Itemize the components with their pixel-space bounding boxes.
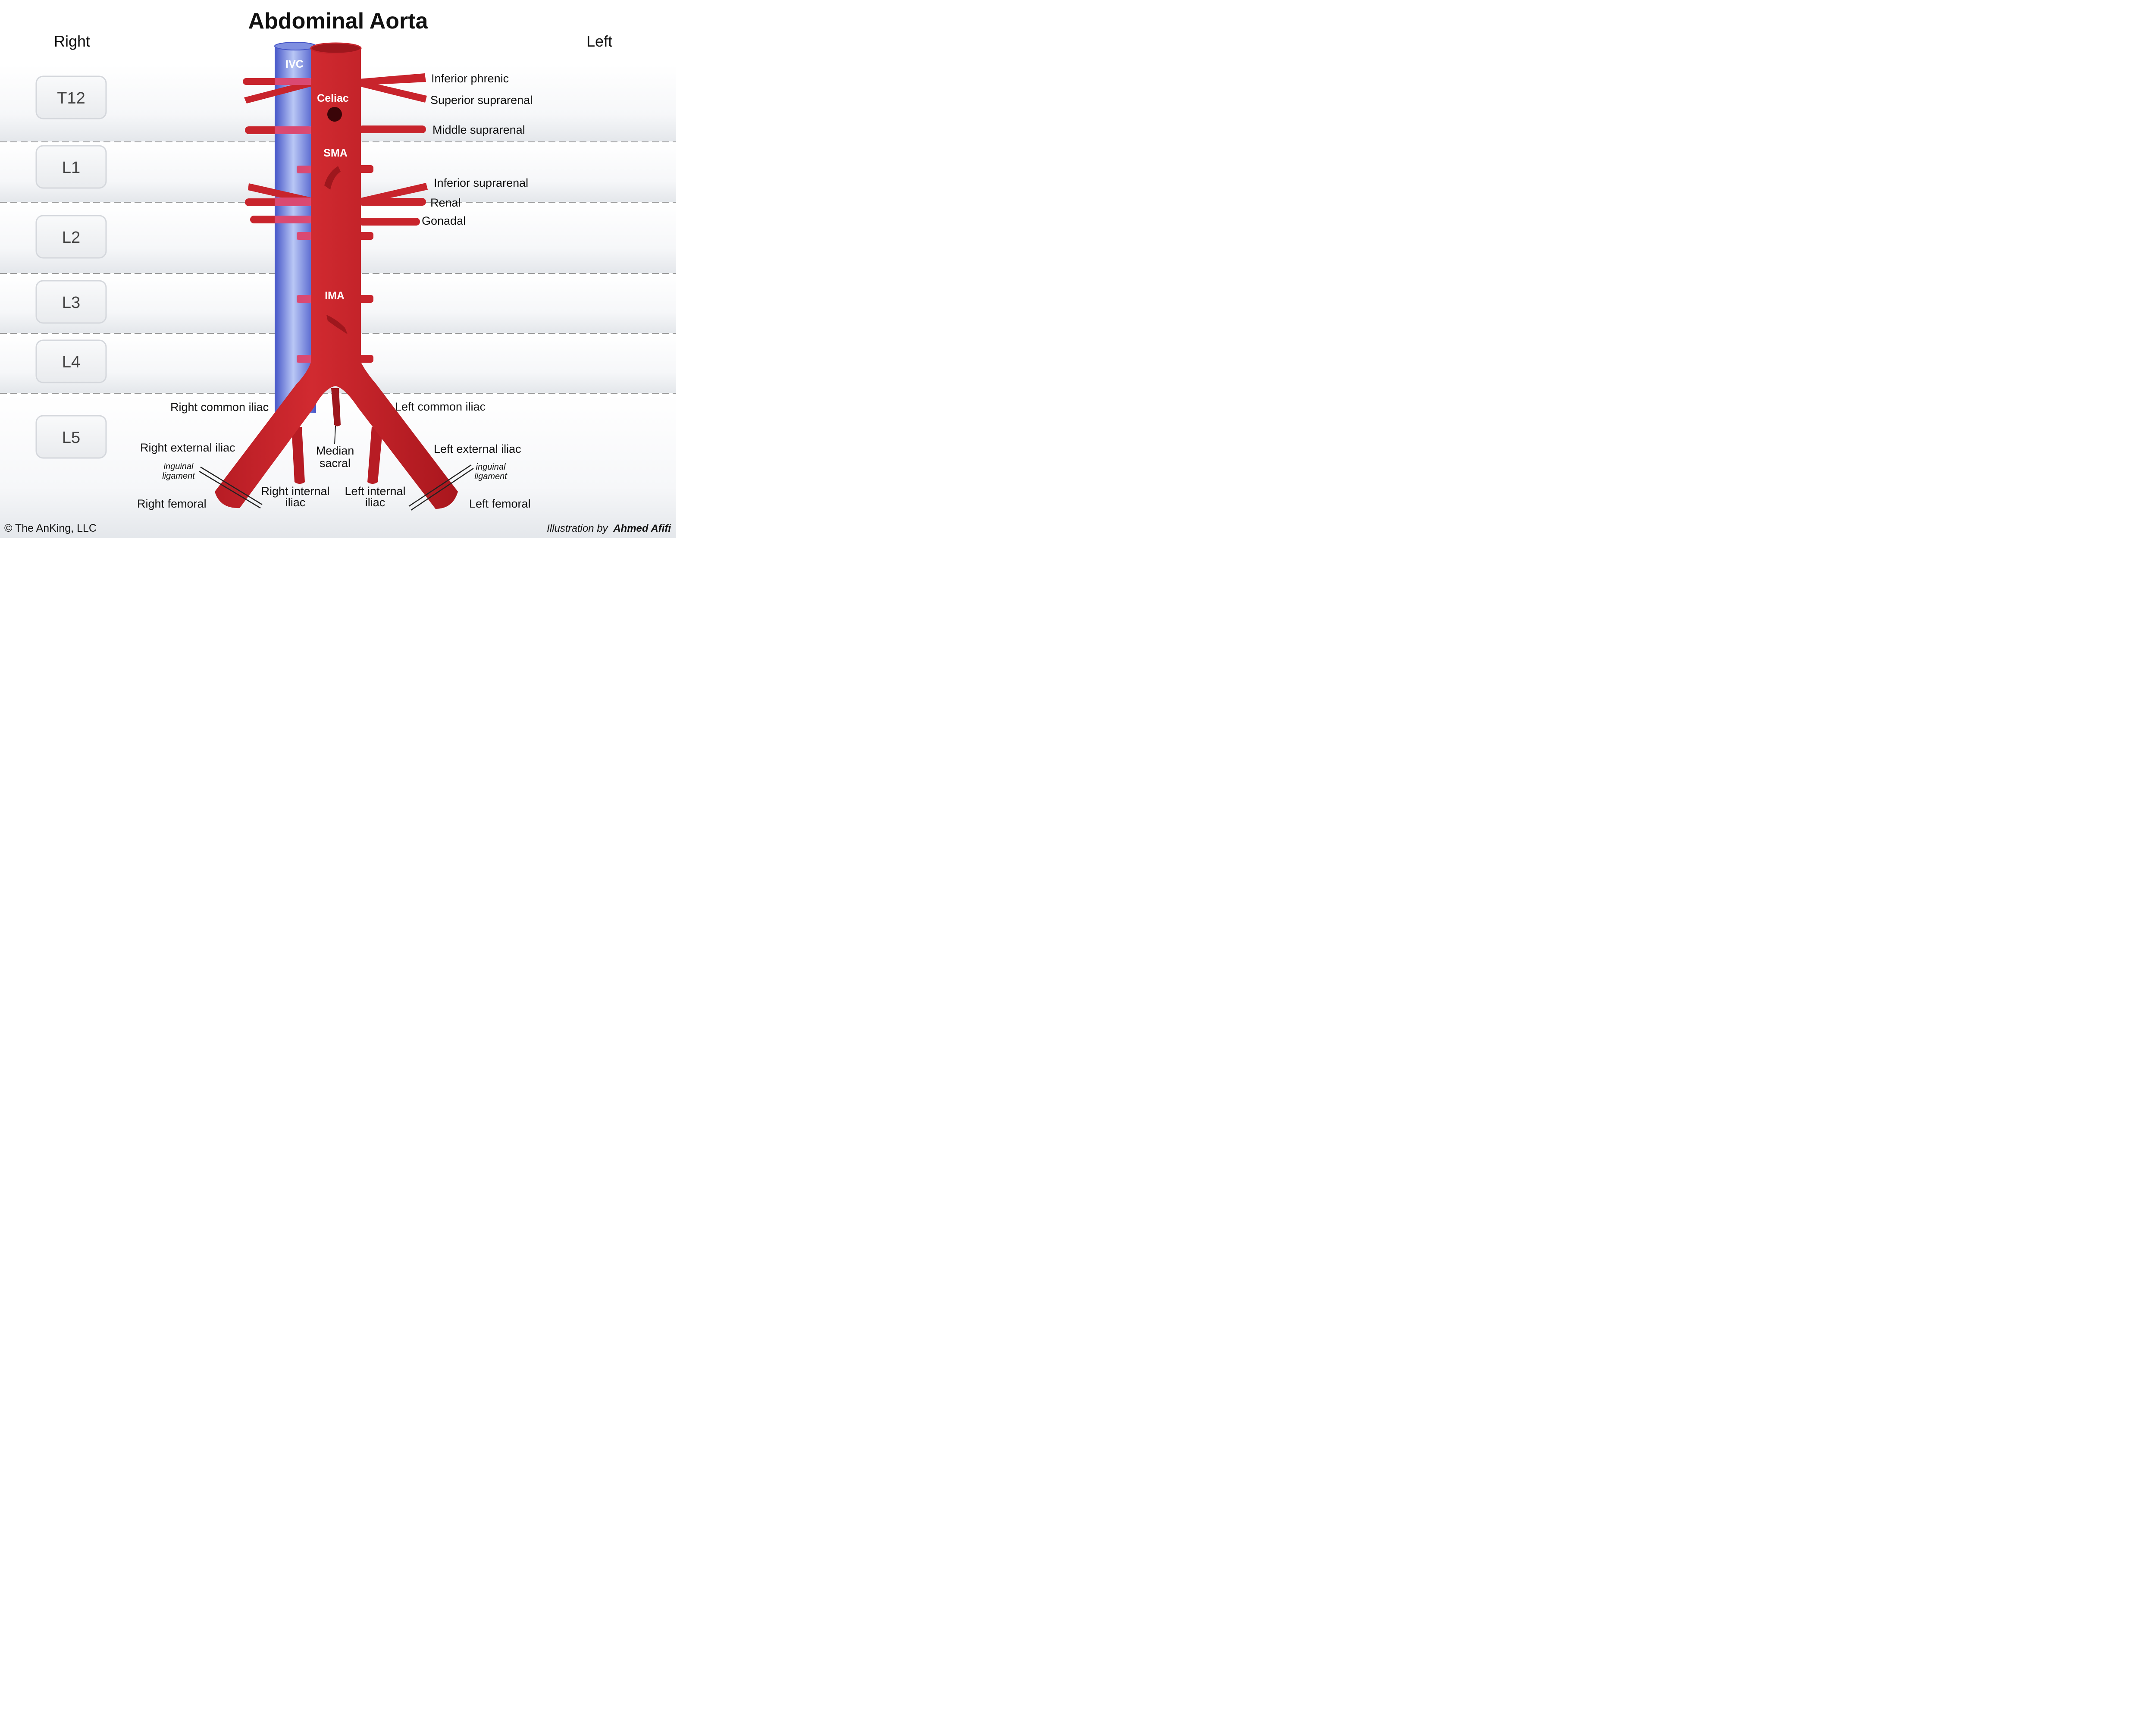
median-sacral-vessel [331, 388, 341, 427]
left-superior-suprarenal [359, 80, 427, 103]
aorta-vessel [215, 42, 458, 509]
right-common-iliac-label: Right common iliac [170, 401, 269, 414]
left-inguinal-label-line2: ligament [474, 472, 508, 481]
left-inguinal-label-line1: inguinal [476, 462, 506, 472]
left-lumbar-2 [358, 232, 373, 240]
left-gonadal [359, 218, 420, 226]
left-inguinal-line-b [411, 467, 474, 511]
left-internal-iliac-vessel [367, 427, 383, 484]
median-sacral-label-line2: sacral [320, 457, 351, 470]
right-inguinal-line-b [199, 470, 261, 509]
internal-iliacs [291, 388, 383, 484]
inferior-suprarenal-label: Inferior suprarenal [434, 176, 528, 189]
ivc-overlap-highlights [275, 78, 312, 363]
left-renal [359, 198, 426, 206]
median-sacral-label-line1: Median [316, 444, 354, 457]
right-inguinal-label-line1: inguinal [164, 462, 194, 471]
credit-prefix: Illustration by [547, 523, 608, 534]
vertebra-l1: L1 [35, 145, 107, 189]
branch-labels: Inferior phrenic Superior suprarenal Mid… [137, 72, 533, 510]
left-external-iliac-label: Left external iliac [434, 442, 521, 455]
right-internal-iliac-vessel [291, 427, 305, 484]
celiac-label: Celiac [317, 92, 349, 104]
vertebra-label: L3 [62, 294, 80, 312]
vertebra-label: L2 [62, 229, 80, 247]
right-internal-iliac-label-line1: Right internal [261, 485, 329, 498]
vertebra-l2: L2 [35, 215, 107, 259]
left-internal-iliac-label-line1: Left internal [345, 485, 405, 498]
left-inferior-phrenic [359, 73, 426, 85]
page-title: Abdominal Aorta [248, 9, 429, 34]
right-internal-iliac-label-line2: iliac [285, 496, 306, 509]
vertebra-boxes: T12 L1 L2 L3 L4 L5 [35, 75, 107, 459]
ima-label: IMA [325, 290, 345, 302]
right-inguinal-label-line2: ligament [162, 471, 195, 481]
inguinal-labels: inguinal ligament inguinal ligament [162, 462, 508, 481]
abdominal-aorta-diagram: T12 L1 L2 L3 L4 L5 Abdominal Aorta Right… [0, 9, 676, 538]
left-lumbar-1 [358, 165, 373, 173]
copyright-text: © The AnKing, LLC [4, 522, 97, 534]
ivc-vessel [274, 42, 317, 413]
right-femoral-label: Right femoral [137, 497, 207, 510]
sma-label: SMA [323, 147, 348, 159]
vertebra-label: T12 [57, 89, 85, 107]
gonadal-label: Gonadal [422, 214, 466, 227]
vertebra-l3: L3 [35, 280, 107, 324]
ima-origin [326, 315, 348, 334]
vertebra-label: L4 [62, 353, 80, 371]
vertebra-l4: L4 [35, 339, 107, 383]
middle-suprarenal-label: Middle suprarenal [432, 123, 525, 136]
left-lumbar-4 [358, 355, 373, 363]
right-inguinal-line-a [200, 466, 263, 505]
vertebra-label: L5 [62, 429, 80, 447]
left-middle-suprarenal [359, 125, 426, 133]
left-branches [358, 73, 428, 363]
sma-origin [324, 166, 341, 190]
inferior-phrenic-label: Inferior phrenic [431, 72, 509, 85]
superior-suprarenal-label: Superior suprarenal [430, 94, 533, 107]
ivc-label: IVC [285, 58, 304, 70]
vessel-labels: IVC Celiac SMA IMA [285, 58, 349, 302]
right-external-iliac-label: Right external iliac [140, 441, 235, 454]
vertebra-label: L1 [62, 159, 80, 177]
aorta-trunk [215, 48, 458, 509]
credit-author: Ahmed Afifi [613, 523, 671, 534]
left-inguinal-line-a [408, 464, 472, 507]
illustration-credit: Illustration by Ahmed Afifi [547, 523, 671, 534]
vertebra-l5: L5 [35, 415, 107, 459]
side-label-left: Left [586, 32, 612, 50]
side-label-right: Right [54, 32, 90, 50]
left-femoral-label: Left femoral [469, 497, 531, 510]
aorta-opening [310, 42, 362, 54]
right-superior-suprarenal [244, 80, 312, 104]
vertebra-t12: T12 [35, 75, 107, 119]
left-lumbar-3 [358, 295, 373, 303]
left-internal-iliac-label-line2: iliac [365, 496, 385, 509]
left-common-iliac-label: Left common iliac [395, 400, 486, 413]
inguinal-ligaments [199, 464, 474, 511]
celiac-origin [327, 107, 342, 122]
renal-label: Renal [430, 196, 461, 209]
